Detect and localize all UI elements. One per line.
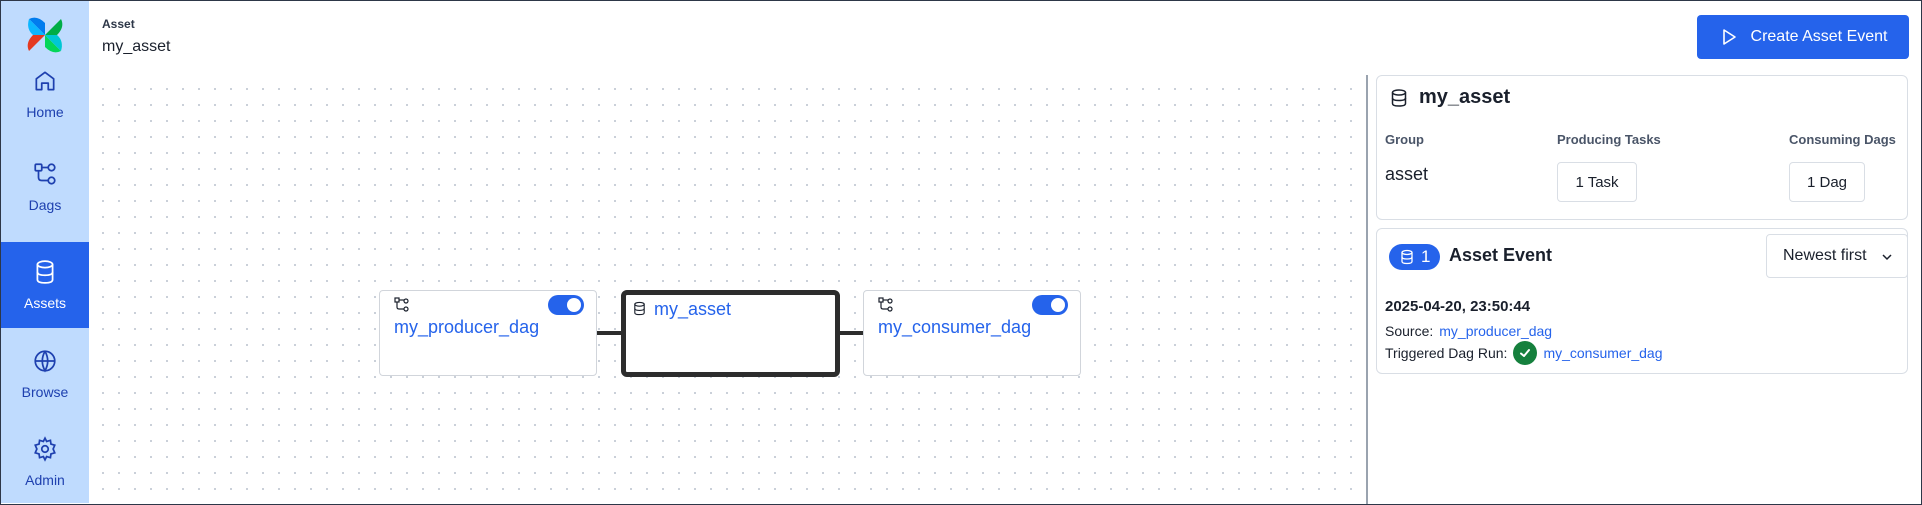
page-title: my_asset bbox=[102, 38, 171, 55]
create-asset-event-button[interactable]: Create Asset Event bbox=[1697, 15, 1909, 59]
sort-order-select[interactable]: Newest first bbox=[1766, 234, 1908, 278]
sidebar-item-label: Dags bbox=[28, 197, 62, 213]
group-value: asset bbox=[1385, 164, 1429, 184]
sidebar-item-dags[interactable]: Dags bbox=[1, 144, 89, 230]
asset-events-panel: 1 Asset Event Newest first 2025-04-20, 2… bbox=[1376, 228, 1908, 374]
database-icon bbox=[36, 260, 54, 284]
chevron-down-icon bbox=[1882, 254, 1892, 261]
event-source-row: Source: my_producer_dag bbox=[1385, 323, 1552, 339]
producing-tasks-label: Producing Tasks bbox=[1557, 132, 1661, 147]
asset-node-label[interactable]: my_asset bbox=[654, 299, 732, 319]
success-check-icon bbox=[1513, 341, 1538, 365]
sidebar-item-browse[interactable]: Browse bbox=[1, 331, 89, 417]
producer-dag-node[interactable]: my_producer_dag bbox=[379, 290, 597, 376]
consumer-dag-node[interactable]: my_consumer_dag bbox=[863, 290, 1081, 376]
sidebar-item-label: Home bbox=[26, 104, 64, 120]
graph-canvas[interactable] bbox=[89, 75, 1366, 504]
sidebar: Home Dags Assets Browse A bbox=[1, 1, 89, 503]
dag-icon bbox=[394, 297, 409, 312]
breadcrumb-label: Asset bbox=[102, 17, 135, 31]
database-icon bbox=[634, 301, 645, 316]
event-source-label: Source: bbox=[1385, 323, 1434, 339]
panel-divider[interactable] bbox=[1366, 75, 1368, 504]
play-icon bbox=[1722, 29, 1736, 45]
producer-dag-toggle[interactable] bbox=[548, 295, 584, 315]
create-asset-event-label: Create Asset Event bbox=[1750, 28, 1888, 45]
consuming-dags-button[interactable]: 1 Dag bbox=[1789, 162, 1865, 202]
sidebar-item-label: Assets bbox=[23, 295, 66, 311]
asset-node[interactable]: my_asset bbox=[621, 290, 840, 377]
database-icon bbox=[1401, 249, 1413, 265]
consumer-dag-link[interactable]: my_consumer_dag bbox=[878, 317, 1032, 337]
event-count-badge: 1 bbox=[1389, 244, 1441, 270]
sidebar-item-home[interactable]: Home bbox=[1, 51, 89, 137]
sidebar-item-admin[interactable]: Admin bbox=[1, 419, 89, 505]
asset-details-panel: my_asset Group Producing Tasks Consuming… bbox=[1376, 75, 1908, 220]
producer-dag-link[interactable]: my_producer_dag bbox=[394, 317, 540, 337]
consuming-dags-label: Consuming Dags bbox=[1789, 132, 1896, 147]
airflow-logo-icon[interactable] bbox=[23, 13, 67, 57]
gear-icon bbox=[34, 436, 56, 462]
database-icon bbox=[1391, 88, 1407, 107]
sidebar-item-label: Browse bbox=[21, 384, 69, 400]
asset-details-title: my_asset bbox=[1389, 86, 1510, 109]
sort-order-value: Newest first bbox=[1783, 247, 1867, 264]
asset-event-title: Asset Event bbox=[1449, 245, 1553, 265]
event-triggered-row: Triggered Dag Run: my_consumer_dag bbox=[1385, 341, 1663, 365]
dag-icon bbox=[878, 297, 893, 312]
event-triggered-label: Triggered Dag Run: bbox=[1385, 345, 1508, 361]
graph-edge bbox=[596, 331, 622, 335]
event-timestamp: 2025-04-20, 23:50:44 bbox=[1385, 298, 1531, 315]
dags-icon bbox=[34, 163, 56, 185]
group-label: Group bbox=[1385, 132, 1424, 147]
consumer-dag-toggle[interactable] bbox=[1032, 295, 1068, 315]
sidebar-item-label: Admin bbox=[25, 472, 65, 488]
event-triggered-link[interactable]: my_consumer_dag bbox=[1543, 345, 1663, 361]
home-icon bbox=[35, 71, 55, 91]
producing-tasks-button[interactable]: 1 Task bbox=[1557, 162, 1637, 202]
event-source-link[interactable]: my_producer_dag bbox=[1439, 323, 1553, 339]
graph-edge bbox=[838, 331, 864, 335]
globe-icon bbox=[34, 350, 56, 373]
sidebar-item-assets[interactable]: Assets bbox=[1, 242, 89, 328]
event-count: 1 bbox=[1421, 247, 1431, 266]
asset-name: my_asset bbox=[1419, 86, 1511, 108]
